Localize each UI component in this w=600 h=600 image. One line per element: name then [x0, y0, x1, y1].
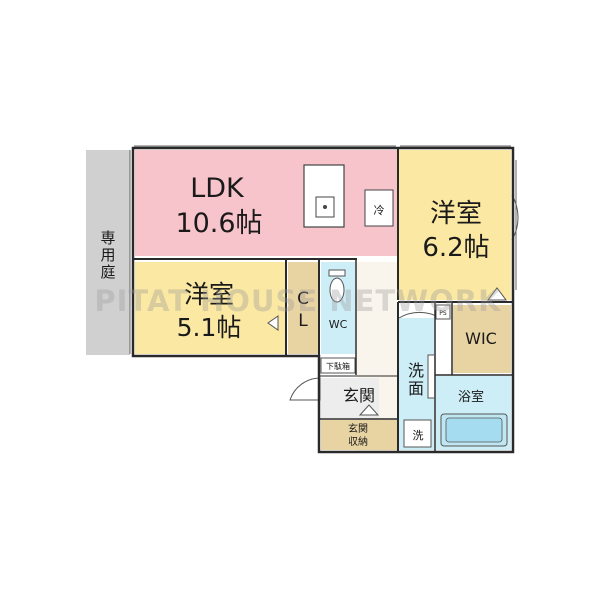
closet-c: C: [297, 289, 309, 309]
bathtub-inner: [445, 417, 503, 443]
garden-area: [86, 150, 130, 355]
kitchen-sink: [315, 196, 335, 218]
western-room-a-name: 洋室: [430, 199, 482, 229]
entrance-storage-line1: 玄関: [348, 422, 368, 435]
toilet-label: WC: [329, 318, 348, 331]
closet: [288, 262, 318, 354]
sink-drain: [323, 205, 327, 209]
washroom-line2: 面: [408, 379, 424, 398]
entrance-storage: [321, 420, 397, 450]
wic-room: [453, 305, 511, 373]
fridge-label: 冷: [374, 204, 385, 217]
windows: [129, 145, 517, 354]
western-room-b: [135, 262, 285, 354]
wic-label: WIC: [465, 329, 497, 348]
shoe-box-label: 下駄箱: [326, 361, 350, 371]
fridge-space: [364, 189, 394, 227]
entrance-arrow: [358, 404, 380, 416]
western-room-b-name: 洋室: [184, 280, 234, 309]
bathroom-label: 浴室: [458, 389, 484, 405]
ldk-room: [135, 150, 397, 256]
closet-l: L: [298, 311, 308, 331]
door-arrow-western-b: [267, 315, 279, 331]
kitchen-counter: [303, 164, 345, 228]
toilet-tank: [328, 269, 346, 277]
entrance-door-arc: [289, 377, 321, 401]
western-room-a: [399, 150, 511, 300]
walls: [131, 146, 515, 454]
ldk-size: 10.6帖: [175, 208, 262, 239]
entrance-label: 玄関: [343, 386, 375, 405]
ldk-name: LDK: [190, 173, 245, 204]
western-room-b-size: 5.1帖: [177, 313, 242, 342]
washer-space: [403, 419, 432, 448]
garden-label-3: 庭: [100, 263, 115, 281]
garden-label-2: 用: [100, 246, 115, 264]
door-arrow-western-a: [487, 287, 507, 301]
toilet-room: [321, 262, 355, 354]
watermark-text: PITAT HOUSE NETWORK: [94, 284, 502, 318]
washroom-line1: 洗: [408, 361, 424, 380]
ps-box: [435, 304, 451, 320]
washer-label: 洗: [413, 429, 424, 442]
vanity: [427, 354, 434, 399]
western-room-a-size: 6.2帖: [422, 233, 489, 263]
ps-label: PS: [439, 310, 447, 317]
entrance-storage-line2: 収納: [348, 435, 368, 448]
toilet-bowl: [329, 277, 345, 303]
garden-label-1: 専: [100, 229, 115, 247]
shoe-box: [320, 357, 356, 374]
